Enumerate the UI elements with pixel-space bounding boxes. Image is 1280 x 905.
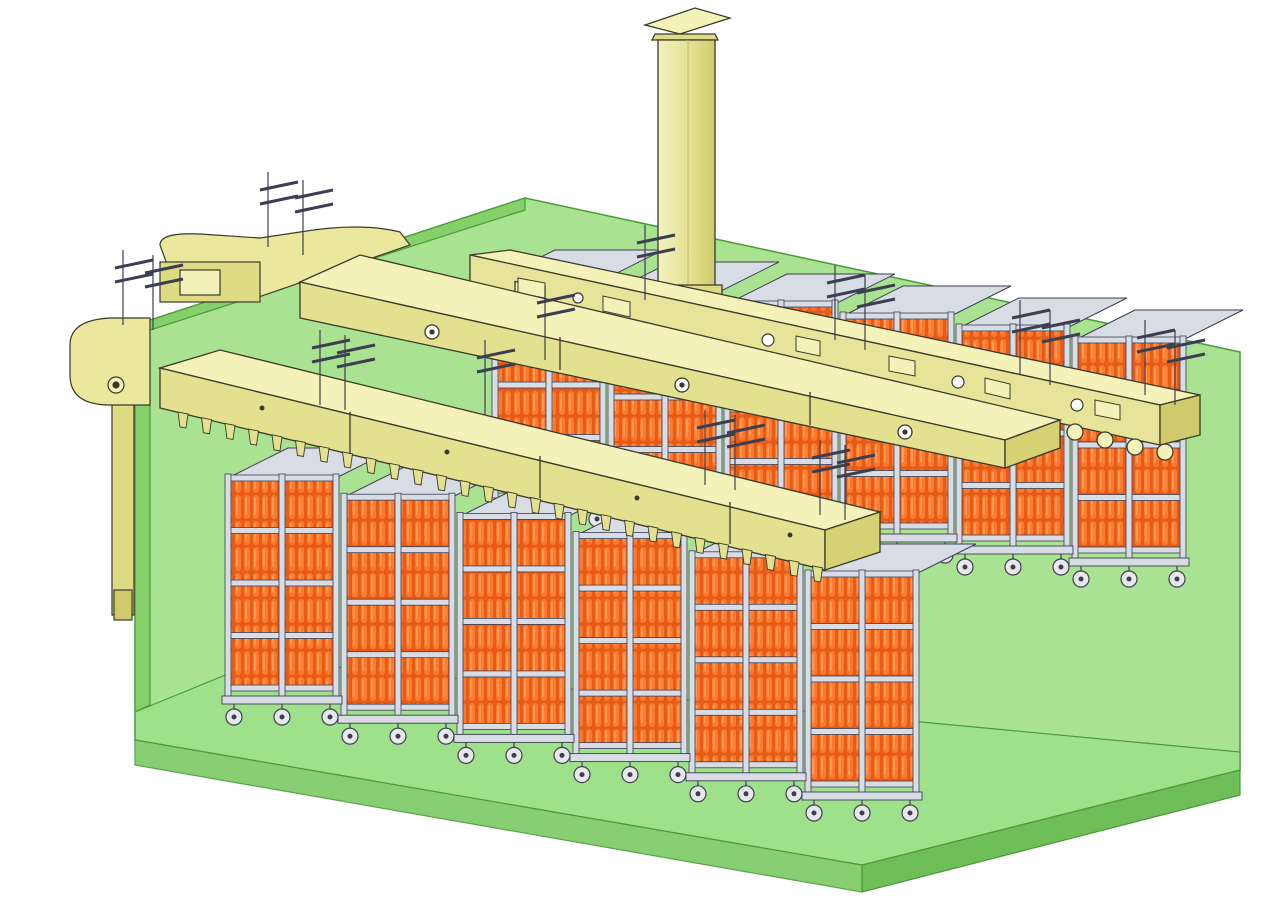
caster-wheel: [956, 554, 974, 576]
caster-wheel: [1004, 554, 1022, 576]
caster-wheel: [785, 780, 803, 803]
hanger-rod: [696, 410, 736, 485]
caster-wheel: [553, 742, 571, 765]
rack: [453, 485, 629, 765]
back-duct-windows: [517, 277, 1121, 421]
caster-wheel: [437, 723, 455, 745]
hanger-rods: [114, 172, 1206, 520]
rack: [685, 524, 861, 803]
hanger-rod: [476, 340, 516, 415]
rack: [569, 505, 745, 784]
hanger-rod: [1136, 320, 1176, 395]
caster-wheel: [1052, 554, 1070, 576]
caster-wheel: [1120, 566, 1138, 588]
caster-wheel: [901, 800, 919, 822]
caster-wheel: [689, 780, 707, 803]
hanger-rod: [826, 265, 866, 340]
back-duct-ports: [1066, 423, 1174, 461]
caster-wheel: [669, 761, 687, 784]
hanger-rod: [1166, 330, 1206, 405]
hanger-rod: [336, 335, 376, 410]
hanger-rod: [726, 415, 766, 490]
hanger-rod: [536, 285, 576, 360]
hanger-rod: [636, 225, 676, 300]
caster-wheel: [341, 723, 359, 745]
caster-wheel: [321, 704, 339, 726]
hanger-rod: [836, 445, 876, 520]
caster-wheel: [737, 780, 755, 803]
caster-wheel: [805, 800, 823, 822]
caster-wheel: [457, 742, 475, 765]
rack: [801, 543, 977, 822]
caster-wheel: [225, 704, 243, 726]
hanger-rod: [259, 172, 299, 247]
caster-wheel: [389, 723, 407, 745]
caster-wheel: [505, 742, 523, 765]
front-duct-nozzles: [177, 411, 824, 583]
hanger-rod: [114, 250, 154, 325]
caster-wheel: [273, 704, 291, 726]
fan-housing: [69, 226, 411, 621]
hanger-rod: [294, 180, 334, 255]
front-duct: [157, 349, 883, 583]
caster-wheel: [621, 761, 639, 784]
hanger-rod: [144, 255, 184, 330]
caster-wheel: [573, 761, 591, 784]
hanger-rod: [856, 275, 896, 350]
caster-wheel: [1072, 566, 1090, 588]
middle-duct: [297, 254, 1063, 469]
caster-wheel: [1168, 566, 1186, 588]
hanger-rod: [1041, 310, 1081, 385]
hanger-rod: [311, 330, 351, 405]
hanger-rod: [811, 440, 851, 515]
caster-wheel: [853, 800, 871, 822]
hanger-rod: [1011, 300, 1051, 375]
